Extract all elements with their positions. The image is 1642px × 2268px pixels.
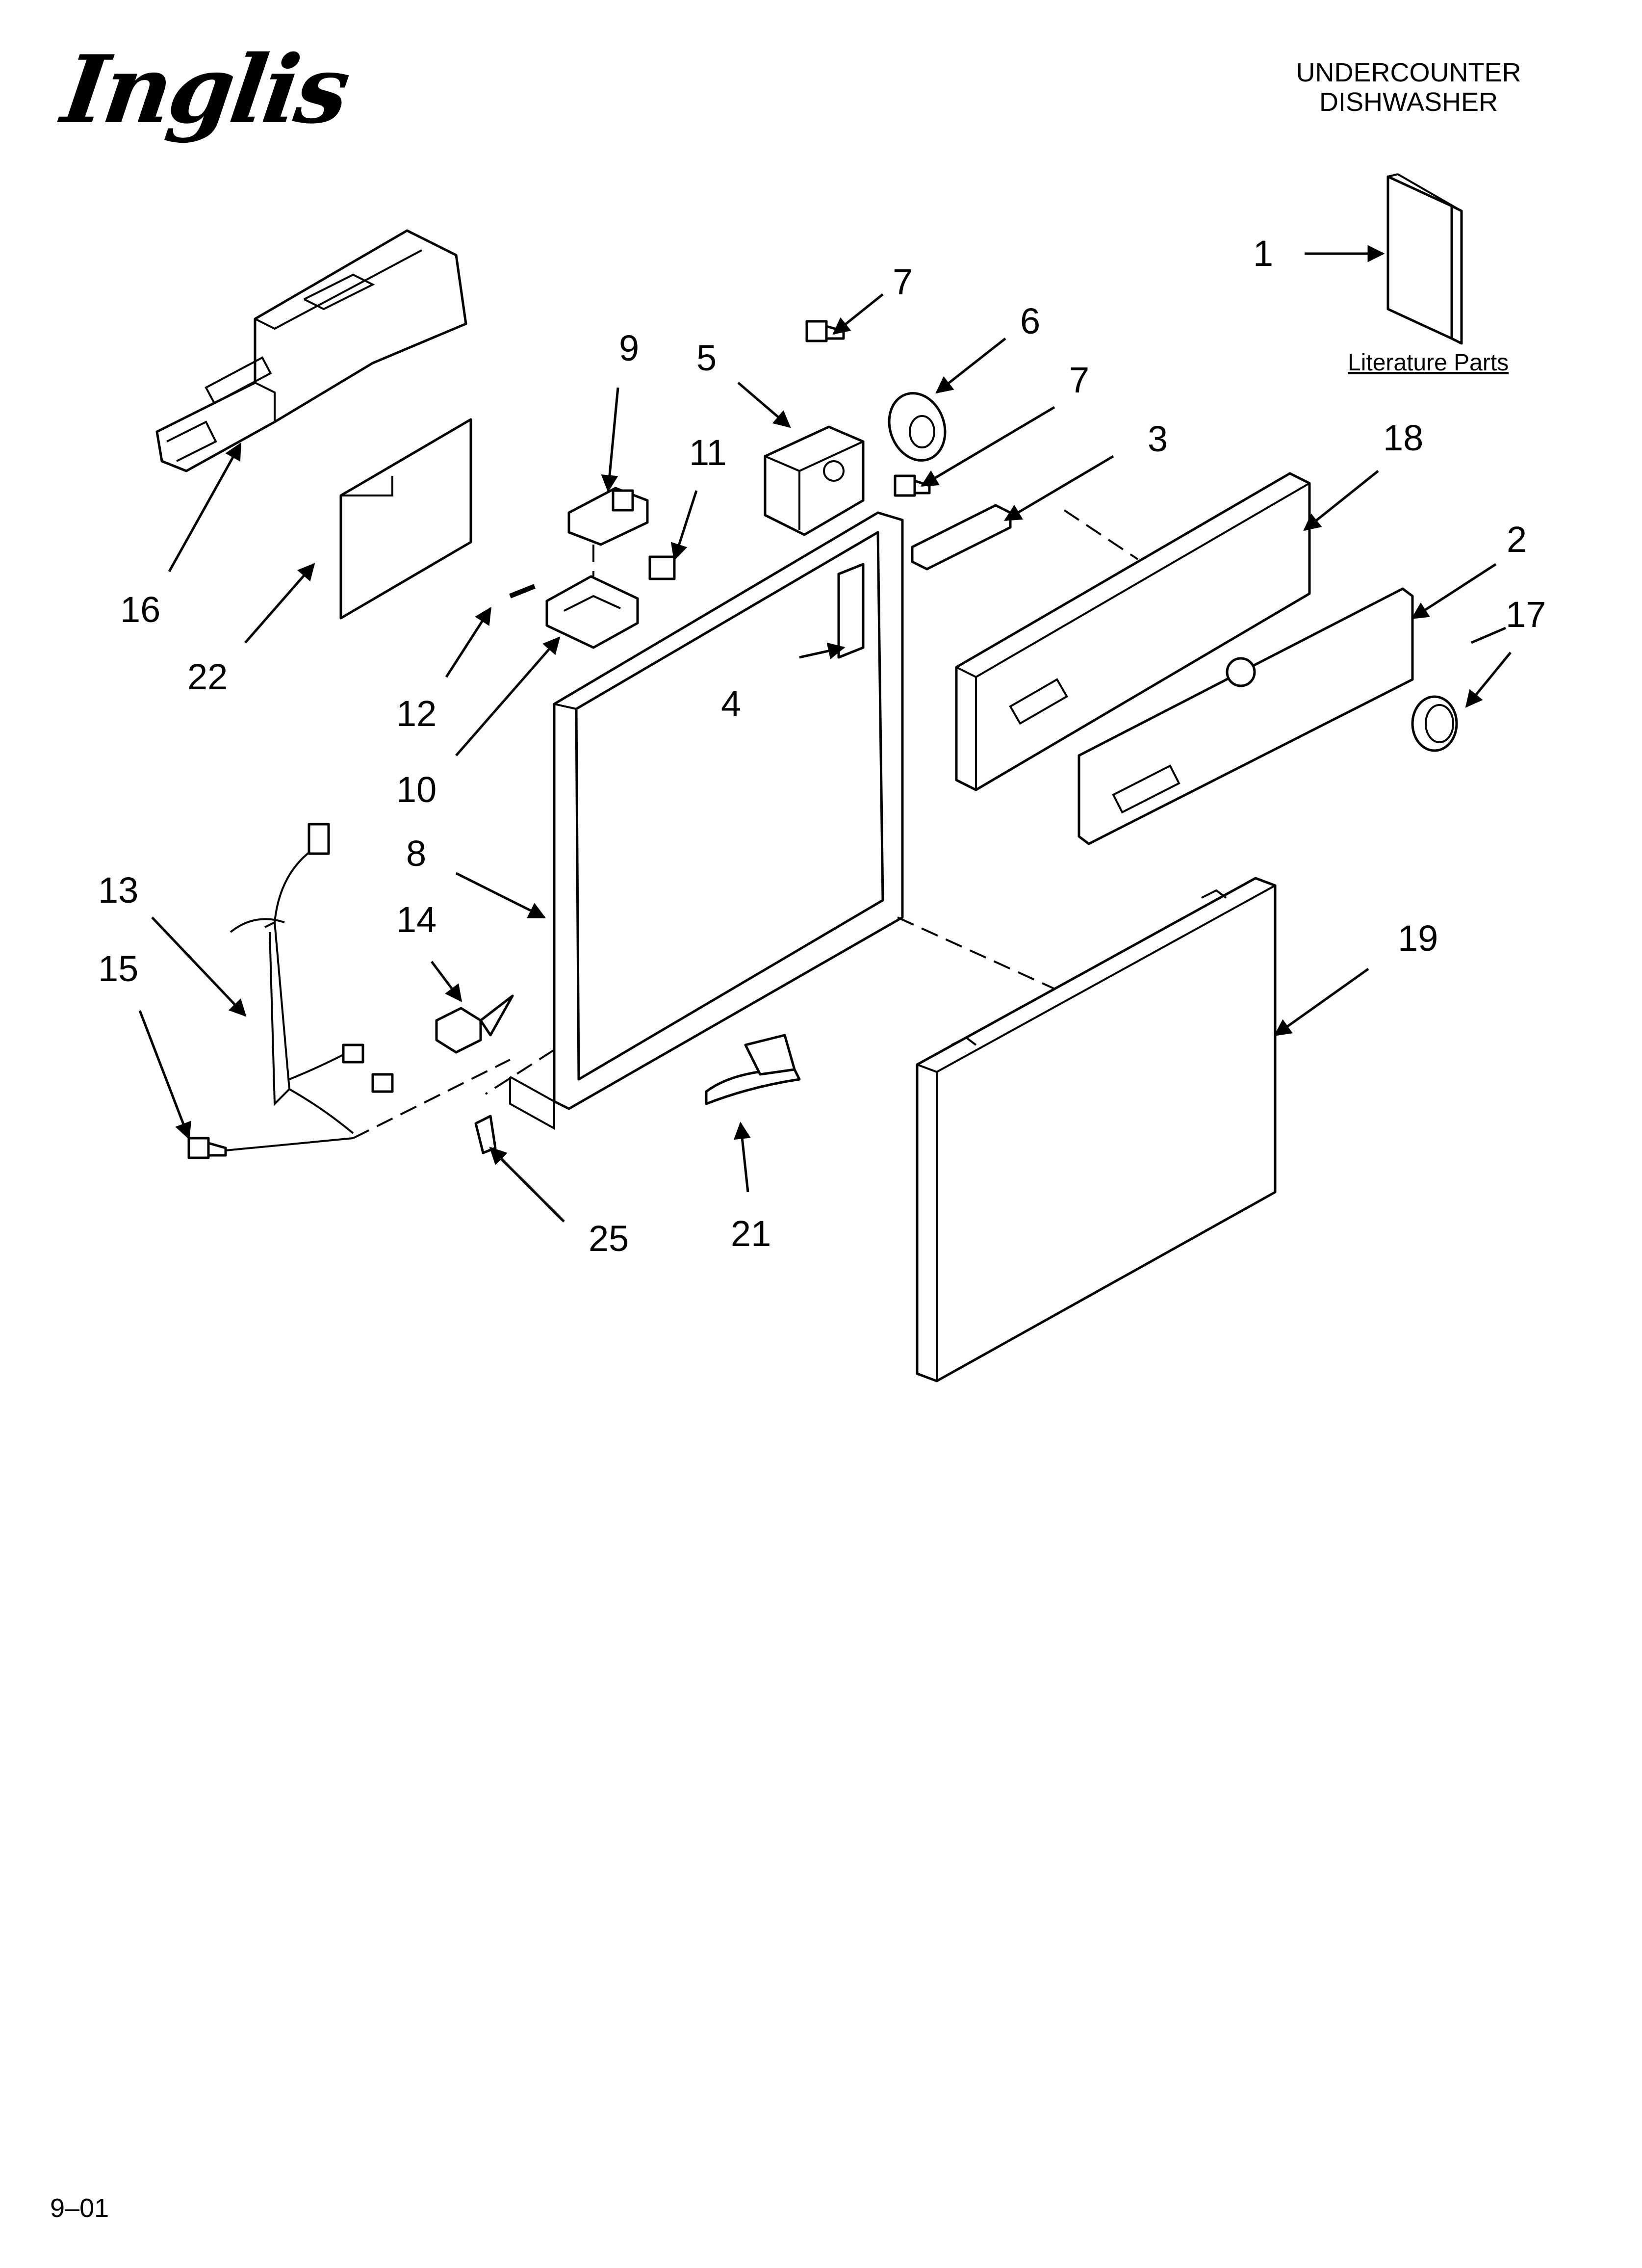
part-7-screw-lower: [894, 474, 931, 497]
callout-11: 11: [689, 432, 727, 473]
callout-8: 8: [406, 833, 426, 874]
part-5-control-module: [764, 425, 865, 536]
literature-booklet: [1386, 173, 1463, 345]
part-13-wire-harness: [230, 823, 394, 1134]
callout-10: 10: [396, 769, 436, 810]
literature-parts-label: Literature Parts: [1348, 350, 1509, 376]
part-8-door-frame: [509, 511, 904, 1130]
callout-22: 22: [187, 656, 228, 697]
part-2-control-panel: [1078, 587, 1414, 845]
page-code: 9–01: [50, 2193, 109, 2223]
callout-21: 21: [731, 1213, 771, 1254]
callout-7-lower: 7: [1069, 360, 1089, 400]
part-16-vent-assembly: [155, 229, 467, 472]
callout-19: 19: [1398, 918, 1438, 959]
part-25-clip: [474, 1115, 497, 1154]
callout-5: 5: [696, 338, 717, 378]
callout-1: 1: [1253, 233, 1273, 274]
part-17-knob: [1411, 695, 1458, 752]
callout-16: 16: [120, 589, 160, 630]
callout-labels: 1 2 3 4 5 6 7 7 8 9 10 11 12 13 14 15 16…: [98, 233, 1546, 1259]
callout-4: 4: [721, 683, 741, 724]
part-6-dial: [888, 392, 947, 462]
callout-12: 12: [396, 693, 436, 734]
callout-17: 17: [1506, 594, 1546, 635]
callout-9: 9: [619, 328, 639, 368]
part-15-screw: [187, 1137, 227, 1159]
callout-15: 15: [98, 948, 138, 989]
callout-13: 13: [98, 870, 138, 911]
part-11-switch: [648, 555, 676, 580]
callout-14: 14: [396, 899, 436, 940]
part-21-handle: [705, 1034, 801, 1105]
title-line-1: UNDERCOUNTER: [1296, 58, 1521, 87]
title-line-2: DISHWASHER: [1319, 87, 1498, 117]
part-9-latch: [567, 487, 649, 546]
part-14-sensor: [435, 994, 514, 1054]
callout-6: 6: [1020, 301, 1040, 341]
part-12-strip: [509, 584, 536, 599]
part-10-latch-housing: [545, 575, 639, 649]
diagram-title: UNDERCOUNTER DISHWASHER: [1237, 58, 1580, 117]
callout-3: 3: [1148, 418, 1168, 459]
callout-25: 25: [589, 1218, 629, 1259]
part-18-console: [955, 472, 1311, 791]
part-22-insulation: [339, 418, 472, 620]
callout-2: 2: [1507, 519, 1527, 560]
part-3-bracket: [911, 504, 1012, 571]
part-19-door-panel: [916, 877, 1277, 1382]
leader-lines: [138, 245, 1512, 1223]
callout-7-upper: 7: [893, 261, 913, 302]
callout-18: 18: [1383, 417, 1423, 458]
